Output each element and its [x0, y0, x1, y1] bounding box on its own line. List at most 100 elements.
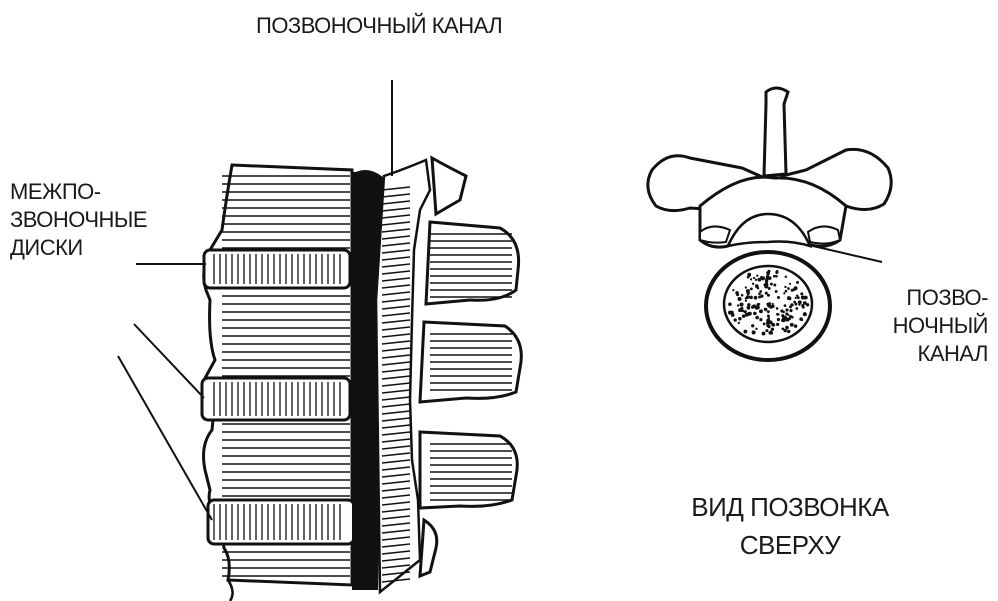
texture-dot: [772, 303, 774, 305]
texture-dot: [769, 305, 773, 309]
texture-dot: [777, 296, 780, 299]
texture-dot: [737, 304, 739, 306]
texture-dot: [745, 313, 749, 317]
texture-dot: [755, 328, 757, 330]
texture-dot: [728, 302, 732, 306]
texture-dot: [776, 307, 779, 310]
texture-dot: [800, 292, 803, 295]
texture-dot: [773, 284, 776, 287]
label-line: СВЕРХУ: [650, 526, 930, 564]
texture-dot: [804, 296, 807, 299]
texture-dot: [796, 294, 798, 296]
texture-dot: [766, 271, 770, 275]
texture-dot: [746, 292, 749, 295]
facet-left: [700, 226, 730, 242]
texture-dot: [787, 330, 790, 333]
texture-dot: [753, 312, 757, 316]
texture-dot: [747, 306, 751, 310]
texture-dot: [753, 277, 755, 279]
texture-dot: [790, 323, 794, 327]
label-spinal-canal-right: ПОЗВО- НОЧНЫЙ КАНАЛ: [893, 284, 988, 368]
texture-dot: [771, 324, 773, 326]
texture-dot: [750, 287, 753, 290]
texture-dot: [790, 303, 793, 306]
texture-dot: [759, 290, 762, 293]
texture-dot: [735, 291, 739, 295]
texture-dot: [749, 296, 752, 299]
spine-bottom-edge: [228, 580, 233, 601]
label-line: МЕЖПО-: [10, 178, 147, 206]
texture-dot: [740, 307, 743, 310]
leader-disc-3: [118, 356, 212, 520]
texture-dot: [743, 330, 747, 334]
spinous-process-top: [764, 88, 788, 176]
texture-dot: [755, 284, 759, 288]
disc-2: [202, 378, 350, 420]
leader-disc-2: [134, 324, 204, 398]
label-line: ДИСКИ: [10, 234, 147, 262]
texture-dot: [758, 292, 761, 295]
texture-dot: [782, 311, 784, 313]
texture-dot: [790, 316, 792, 318]
texture-dot: [752, 283, 754, 285]
texture-dot: [794, 324, 798, 328]
texture-dot: [763, 322, 766, 325]
texture-dot: [747, 273, 751, 277]
texture-dot: [775, 290, 778, 293]
texture-dot: [787, 314, 789, 316]
texture-dot: [794, 286, 798, 290]
texture-dot: [755, 279, 757, 281]
texture-dot: [767, 294, 770, 297]
texture-dot: [768, 317, 770, 319]
texture-dot: [787, 296, 791, 300]
articular-process-bottom: [420, 520, 437, 576]
texture-dot: [784, 304, 787, 307]
texture-dot: [776, 313, 779, 316]
label-view-from-above: ВИД ПОЗВОНКА СВЕРХУ: [650, 488, 930, 564]
texture-dot: [803, 312, 807, 316]
texture-dot: [784, 286, 786, 288]
texture-dot: [732, 289, 734, 291]
texture-dot: [789, 309, 792, 312]
texture-dot: [806, 303, 809, 306]
facet-right: [808, 226, 840, 243]
texture-dot: [785, 308, 788, 311]
texture-dot: [768, 302, 771, 305]
texture-dot: [783, 292, 785, 294]
disc-1: [204, 250, 350, 288]
texture-dot: [752, 330, 756, 334]
texture-dot: [762, 332, 766, 336]
texture-dot: [777, 318, 780, 321]
texture-dot: [756, 274, 758, 276]
label-line: НОЧНЫЙ: [893, 312, 988, 340]
texture-dot: [785, 275, 787, 277]
texture-dot: [761, 276, 765, 280]
texture-dot: [731, 313, 735, 317]
texture-dot: [738, 322, 740, 324]
texture-dot: [800, 318, 803, 321]
texture-dot: [750, 278, 752, 280]
texture-dot: [799, 301, 802, 304]
texture-dot: [781, 328, 784, 331]
texture-dot: [795, 297, 797, 299]
texture-dot: [763, 284, 765, 286]
texture-dot: [802, 306, 805, 309]
texture-dot: [787, 287, 790, 290]
spine-side-view: [202, 158, 521, 601]
texture-dot: [773, 275, 776, 278]
label-line: ЗВОНОЧНЫЕ: [10, 206, 147, 234]
texture-dot: [758, 278, 762, 282]
texture-dot: [768, 331, 771, 334]
texture-dot: [795, 307, 798, 310]
texture-dot: [744, 310, 747, 313]
texture-dot: [741, 294, 744, 297]
label-line: КАНАЛ: [893, 340, 988, 368]
articular-process-top: [432, 158, 466, 214]
texture-dot: [798, 303, 800, 305]
texture-dot: [794, 302, 797, 305]
texture-dot: [785, 290, 788, 293]
texture-dot: [740, 303, 743, 306]
texture-dot: [789, 283, 791, 285]
texture-dot: [765, 329, 768, 332]
texture-dot: [737, 297, 741, 301]
